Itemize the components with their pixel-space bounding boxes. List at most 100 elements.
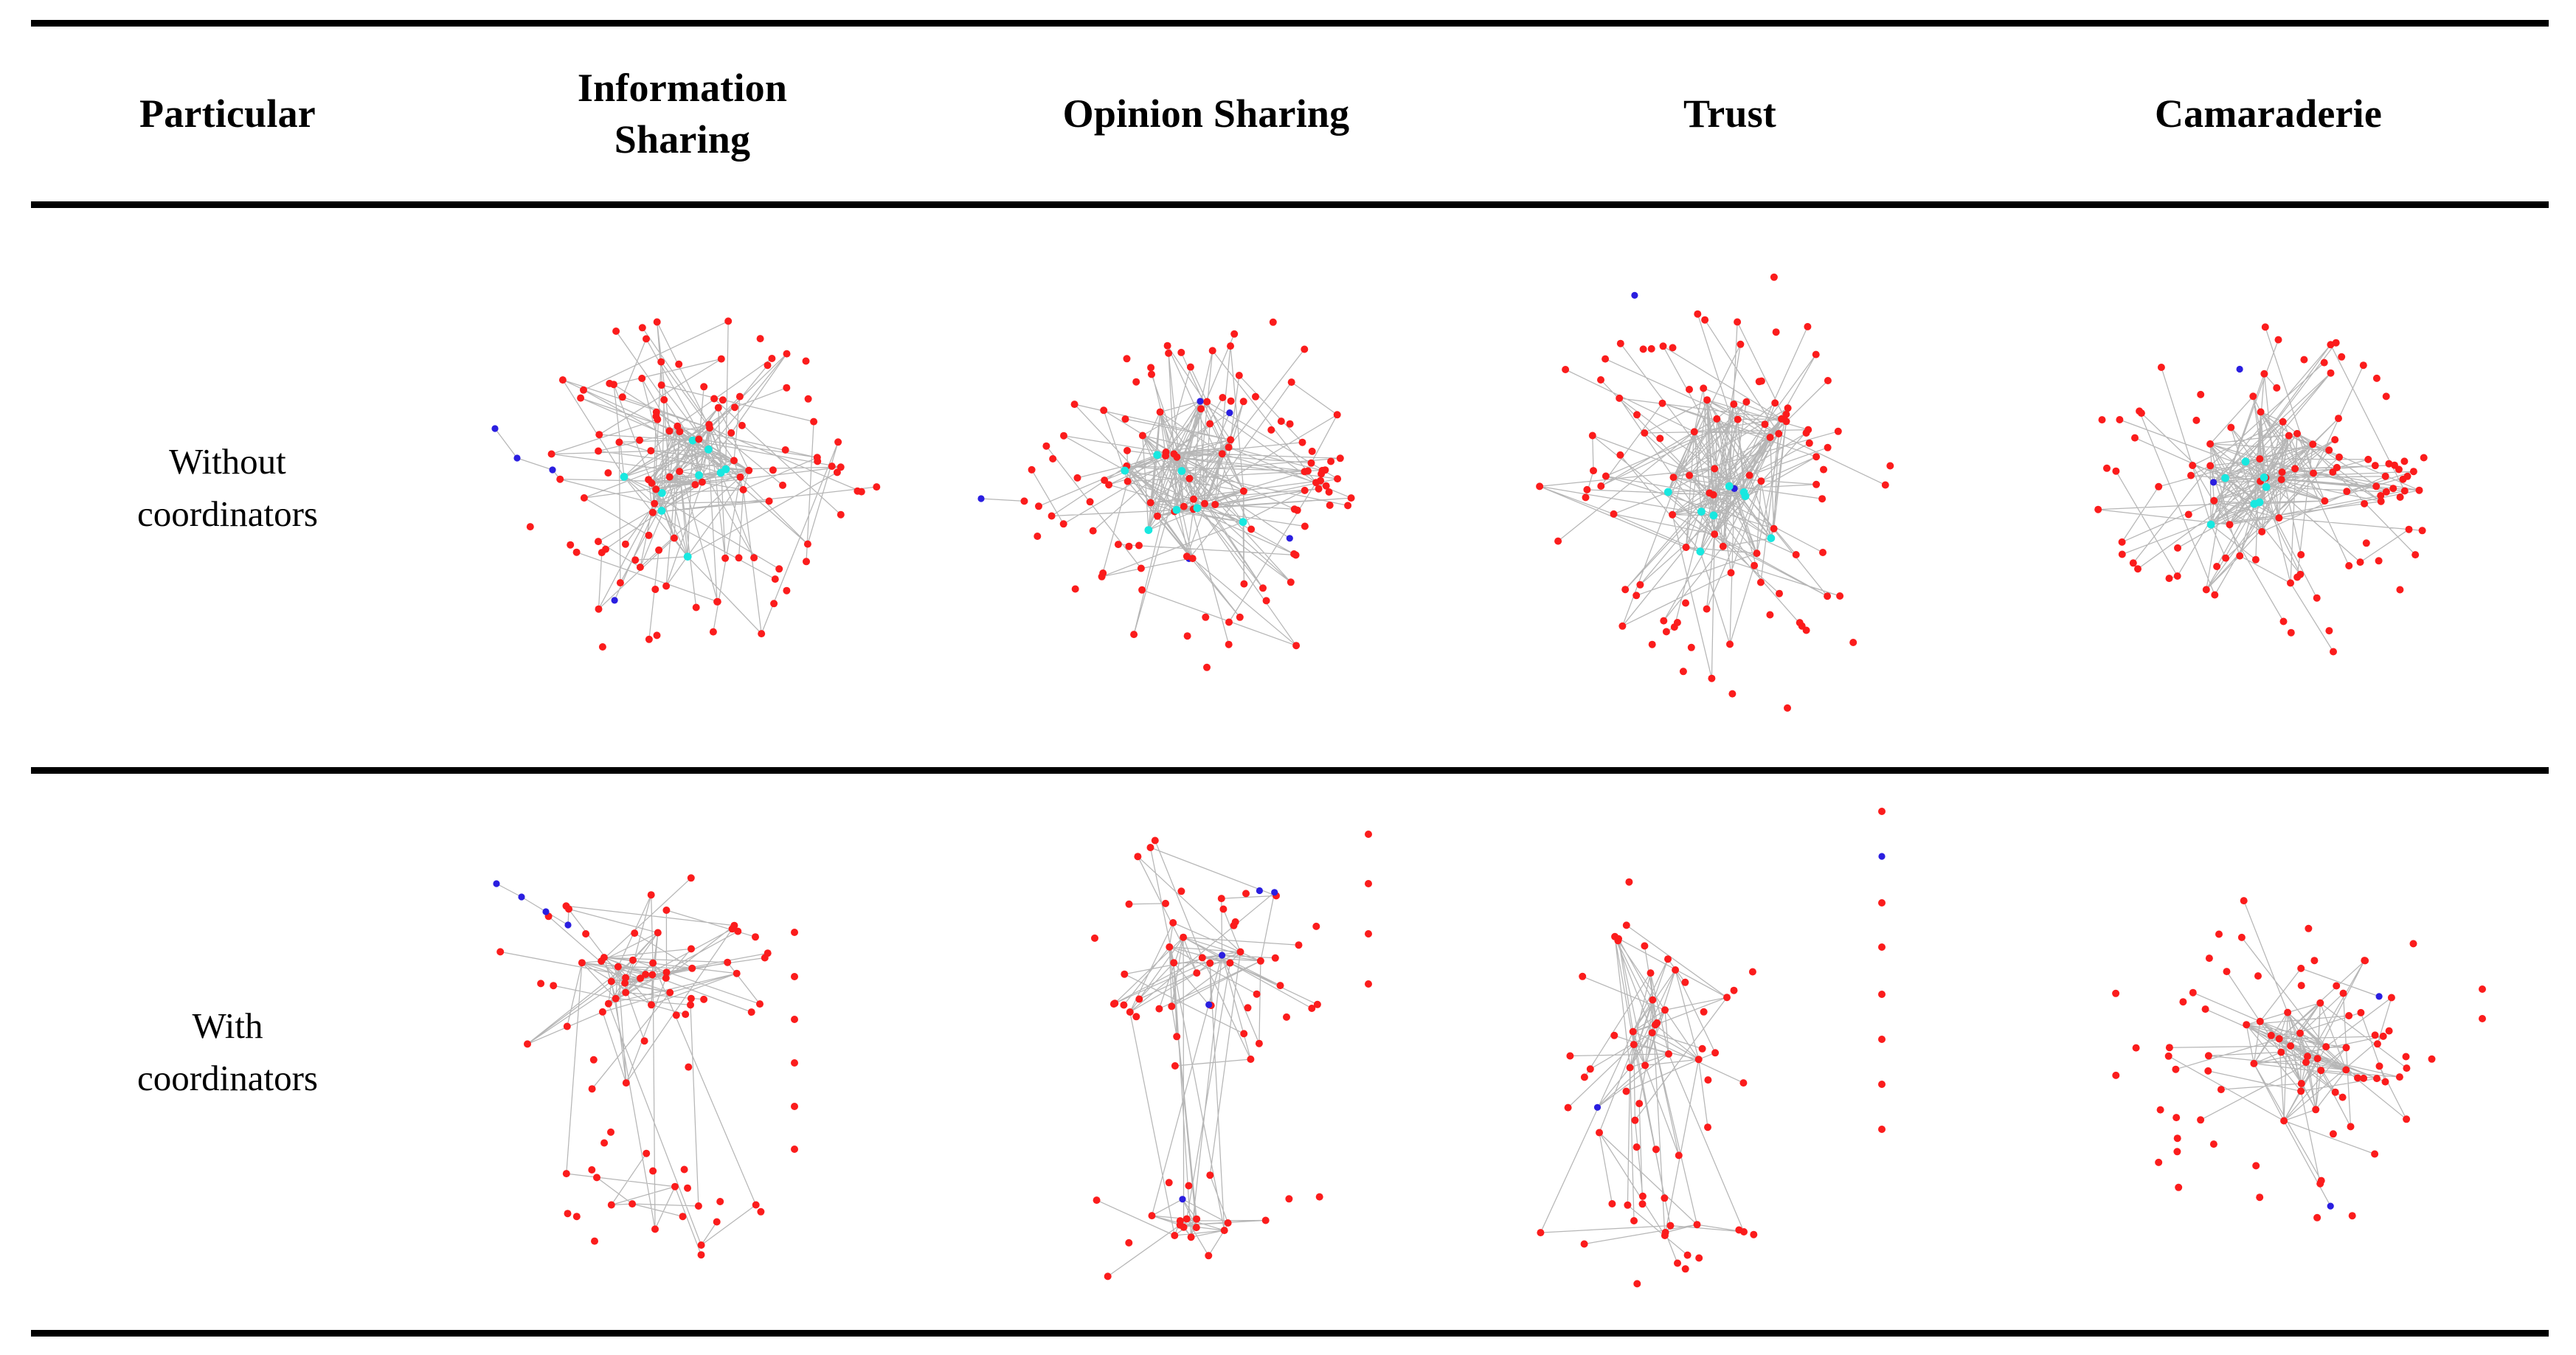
network-node [688,436,697,445]
row-label-line: coordinators [137,493,318,534]
network-node [2317,1067,2325,1075]
network-node [2215,930,2223,938]
network-node [1308,1005,1316,1012]
network-node [1239,518,1247,527]
network-node [2335,415,2342,423]
network-node [1636,581,1644,589]
network-node [1073,474,1081,482]
network-node [688,945,695,953]
network-node [1365,930,1372,938]
network-node [1730,986,1738,994]
network-node [1086,498,1094,506]
network-node [1028,465,1036,474]
network-node [1020,497,1028,505]
network-node [1734,415,1742,423]
network-node [709,628,717,636]
network-node [2338,353,2346,361]
network-node [1690,428,1698,436]
network-node [2402,1053,2410,1061]
network-node [1593,1103,1602,1111]
network-node [1681,978,1689,986]
network-node [582,930,590,938]
network-node [1675,1151,1683,1160]
network-node [769,466,777,474]
network-node [683,552,692,561]
network-node [1286,535,1293,542]
network-node [1098,572,1106,581]
network-node [607,1128,614,1136]
network-node [1776,589,1783,597]
network-node [2322,1043,2330,1051]
row-label-line: coordinators [137,1058,318,1098]
network-node [2300,356,2308,364]
network-node [671,534,678,542]
network-node [2254,972,2262,980]
network-node [2327,369,2335,377]
network-node [1596,1129,1603,1137]
network-node [1125,542,1133,550]
network-node [2221,474,2229,482]
network-node [549,466,556,474]
network-node [657,381,665,389]
network-node [1693,1221,1701,1229]
network-node [721,554,730,562]
network-node [1146,844,1154,851]
network-node [595,538,602,546]
network-node [1566,1052,1574,1060]
network-node [2249,392,2257,401]
network-node [1792,551,1800,558]
network-node [1737,340,1745,348]
network-node [1322,482,1330,490]
network-node [1308,447,1316,455]
network-node [837,510,845,519]
network-node [657,358,665,366]
network-node [1878,1126,1886,1133]
network-node [1205,1252,1213,1260]
network-node [1290,505,1298,513]
network-node [750,554,758,562]
network-node [1621,586,1630,594]
network-node [2297,982,2305,990]
network-node [1725,482,1734,491]
network-node [2399,475,2407,483]
network-node [1271,889,1278,896]
network-node [1686,386,1693,393]
network-node [676,468,684,476]
network-node [2345,562,2353,569]
network-node [629,956,637,964]
network-node [629,1200,637,1208]
network-node [1132,378,1140,386]
network-node [1171,1232,1179,1239]
network-node [564,921,572,929]
network-node [2267,1031,2275,1039]
network-node [518,893,525,901]
network-node [645,635,653,643]
network-node [1631,291,1638,299]
network-node [735,554,743,562]
network-node [1641,1061,1649,1070]
header-line: Information [577,66,788,111]
network-node [2237,933,2246,941]
network-node [595,447,603,455]
network-node [2260,370,2268,378]
network-node [2165,575,2173,583]
network-node [719,396,727,404]
network-node [1740,1228,1748,1236]
network-node [2356,558,2364,566]
network-node [1802,626,1810,634]
network-node [775,565,783,573]
network-node [2222,554,2230,562]
network-node [1757,477,1765,485]
network-node [1824,592,1832,600]
network-node [2155,1158,2163,1166]
network-node [2197,390,2205,398]
network-node [783,384,791,392]
network-node [1770,524,1778,533]
network-node [1203,398,1211,406]
network-node [564,1210,572,1218]
network-node [1704,1076,1712,1084]
network-node [1365,980,1372,988]
network-node [1286,420,1294,428]
network-node [1632,1143,1641,1151]
network-node [684,1184,691,1192]
